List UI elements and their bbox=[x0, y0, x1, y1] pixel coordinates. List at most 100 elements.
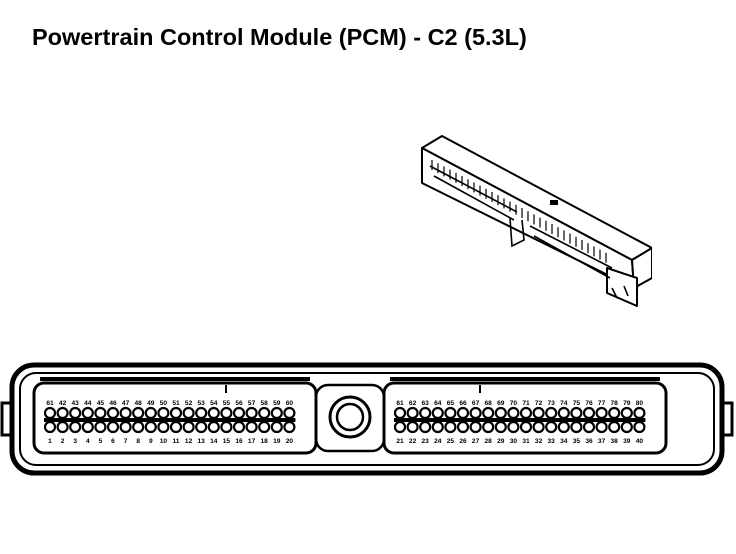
pin-number-label: 47 bbox=[122, 400, 130, 407]
pin-number-label: 33 bbox=[548, 438, 556, 445]
pin-number-label: 72 bbox=[535, 400, 543, 407]
pin-number-label: 18 bbox=[261, 438, 269, 445]
pin-number-label: 50 bbox=[160, 400, 168, 407]
pin-cavity bbox=[81, 420, 94, 434]
pin-number-label: 36 bbox=[585, 438, 593, 445]
pin-number-label: 61 bbox=[46, 400, 54, 407]
pin-cavity bbox=[406, 406, 419, 420]
pin-number-label: 48 bbox=[135, 400, 143, 407]
pin-number-label: 77 bbox=[598, 400, 606, 407]
pin-cavity bbox=[283, 420, 296, 434]
pin-cavity bbox=[69, 406, 82, 420]
jack-screw-inner bbox=[335, 402, 365, 432]
pin-cavity bbox=[419, 406, 432, 420]
pin-cavity bbox=[283, 406, 296, 420]
pin-number-label: 21 bbox=[396, 438, 404, 445]
pin-number-label: 39 bbox=[623, 438, 631, 445]
pin-row-divider bbox=[44, 418, 296, 422]
pin-cavity bbox=[595, 406, 608, 420]
pin-cavity bbox=[456, 420, 470, 434]
pin-number-label: 38 bbox=[611, 438, 619, 445]
pin-cavity bbox=[519, 420, 533, 434]
pin-number-label: 51 bbox=[172, 400, 180, 407]
pin-cavity bbox=[119, 420, 132, 434]
pin-number-label: 54 bbox=[210, 400, 218, 407]
pin-number-label: 74 bbox=[560, 400, 568, 407]
pin-cavity bbox=[69, 420, 82, 434]
pin-cavity bbox=[43, 406, 57, 420]
pin-number-label: 14 bbox=[210, 438, 218, 445]
pin-number-label: 19 bbox=[273, 438, 281, 445]
pin-cavity bbox=[557, 406, 570, 420]
pin-cavity bbox=[56, 406, 69, 420]
pin-cavity bbox=[494, 406, 507, 420]
pin-cavity bbox=[195, 420, 208, 434]
pin-number-label: 62 bbox=[409, 400, 417, 407]
pin-cavity bbox=[431, 406, 444, 420]
pin-cavity bbox=[182, 406, 195, 420]
pin-cavity bbox=[532, 406, 545, 420]
pin-number-label: 73 bbox=[548, 400, 556, 407]
pin-number-label: 52 bbox=[185, 400, 193, 407]
pin-number-label: 43 bbox=[72, 400, 80, 407]
pin-cavity bbox=[393, 420, 407, 434]
pin-cavity bbox=[469, 406, 482, 420]
pin-number-label: 45 bbox=[97, 400, 105, 407]
pin-cavity bbox=[119, 406, 132, 420]
pin-cavity bbox=[419, 420, 432, 434]
pin-cavity bbox=[258, 420, 271, 434]
pin-cavity bbox=[220, 406, 233, 420]
pin-number-label: 3 bbox=[73, 438, 77, 445]
pin-number-label: 29 bbox=[497, 438, 505, 445]
pin-cavity bbox=[406, 420, 419, 434]
pin-cavity bbox=[144, 420, 157, 434]
pin-cavity bbox=[106, 420, 120, 434]
housing-inner-outline bbox=[19, 372, 715, 466]
pin-number-label: 66 bbox=[459, 400, 467, 407]
pin-number-label: 42 bbox=[59, 400, 67, 407]
pin-number-label: 67 bbox=[472, 400, 480, 407]
pin-number-label: 16 bbox=[235, 438, 243, 445]
pin-number-label: 46 bbox=[109, 400, 117, 407]
pin-number-label: 63 bbox=[422, 400, 430, 407]
pin-cavity bbox=[157, 420, 170, 434]
pin-cavity bbox=[94, 406, 107, 420]
pin-number-label: 49 bbox=[147, 400, 155, 407]
pin-cavity bbox=[169, 406, 183, 420]
pin-cavity bbox=[56, 420, 69, 434]
pin-number-label: 5 bbox=[99, 438, 103, 445]
pin-number-label: 68 bbox=[485, 400, 493, 407]
pin-cavity bbox=[570, 420, 583, 434]
pin-number-label: 24 bbox=[434, 438, 442, 445]
pin-cavity bbox=[570, 406, 583, 420]
pin-cavity bbox=[633, 420, 646, 434]
pin-cavity bbox=[582, 420, 596, 434]
pin-cavity bbox=[245, 406, 258, 420]
pin-cavity bbox=[94, 420, 107, 434]
pin-number-label: 9 bbox=[149, 438, 153, 445]
connector-isometric-illustration bbox=[421, 135, 652, 307]
pin-cavity bbox=[608, 420, 621, 434]
pin-number-label: 53 bbox=[198, 400, 206, 407]
pin-number-label: 10 bbox=[160, 438, 168, 445]
jack-screw-outer bbox=[328, 395, 372, 439]
pin-number-label: 12 bbox=[185, 438, 193, 445]
pin-cavity bbox=[207, 420, 220, 434]
pin-number-label: 15 bbox=[223, 438, 231, 445]
pin-number-label: 57 bbox=[248, 400, 256, 407]
pin-cavity bbox=[132, 406, 145, 420]
pin-number-label: 59 bbox=[273, 400, 281, 407]
pin-number-label: 56 bbox=[235, 400, 243, 407]
pin-cavity bbox=[519, 406, 533, 420]
pin-cavity bbox=[232, 406, 246, 420]
pin-cavity bbox=[494, 420, 507, 434]
pin-number-label: 40 bbox=[636, 438, 644, 445]
pin-cavity bbox=[545, 406, 558, 420]
pin-cavity bbox=[195, 406, 208, 420]
pin-number-label: 80 bbox=[636, 400, 644, 407]
pin-number-label: 70 bbox=[510, 400, 518, 407]
pin-cavity bbox=[633, 406, 646, 420]
pin-number-label: 13 bbox=[198, 438, 206, 445]
